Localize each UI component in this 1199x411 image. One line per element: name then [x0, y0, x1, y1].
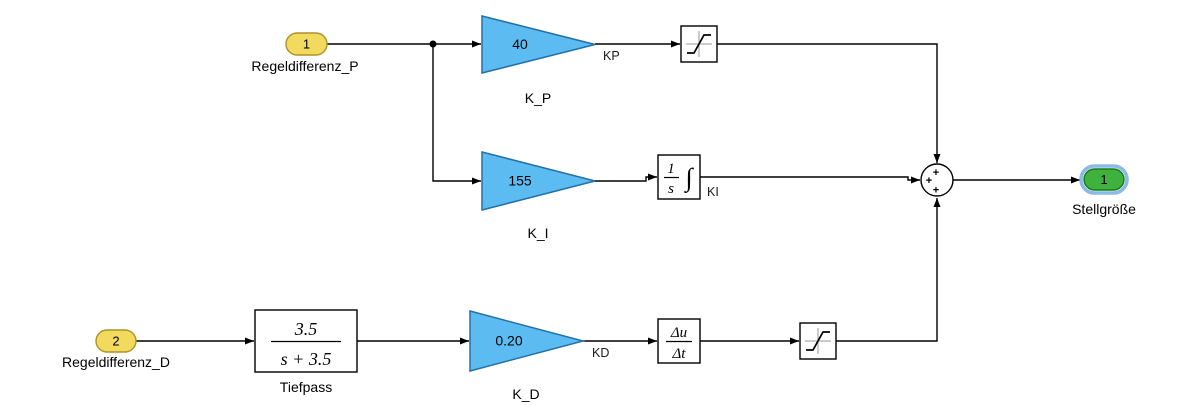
- outport-number: 1: [1100, 172, 1107, 187]
- derivative-block[interactable]: Δu Δt: [657, 318, 701, 364]
- sum-sign-left: +: [926, 175, 932, 187]
- signal-line-branch-to-gain-ki[interactable]: [432, 44, 481, 185]
- inport-regeldifferenz-d[interactable]: 2: [95, 329, 137, 353]
- signal-line-saturation1-to-sum[interactable]: [717, 43, 941, 163]
- inport2-number: 2: [112, 334, 119, 349]
- integrator-numerator: 1: [667, 161, 675, 177]
- sum-circle[interactable]: [920, 163, 954, 197]
- selection-highlight: [1079, 164, 1129, 195]
- lowpass-transfer-fcn-block[interactable]: 3.5 s + 3.5: [254, 309, 358, 373]
- sum-block[interactable]: + + +: [920, 163, 954, 197]
- signal-line-gain-ki-to-integrator[interactable]: [595, 173, 657, 182]
- outport-stellgroesse[interactable]: 1: [1079, 164, 1129, 195]
- integral-sign-icon: ∫: [683, 163, 694, 193]
- derivative-numerator: Δu: [670, 325, 687, 341]
- gain-kd-value: 0.20: [495, 333, 522, 349]
- gain-kd-triangle[interactable]: [469, 310, 586, 372]
- inport1-number: 1: [303, 37, 310, 52]
- sum-sign-bottom: +: [933, 185, 939, 197]
- gain-kp-triangle[interactable]: [481, 15, 596, 74]
- lowpass-denominator: s + 3.5: [281, 349, 332, 369]
- integrator-denominator: s: [668, 181, 674, 197]
- lowpass-name: Tiefpass: [280, 379, 332, 395]
- integrator-block[interactable]: 1 s ∫: [657, 154, 701, 200]
- gain-ki-value: 155: [508, 173, 532, 189]
- gain-block-ki[interactable]: 155: [481, 151, 596, 211]
- saturation-curve-icon: [687, 34, 711, 54]
- gain-kp-value: 40: [512, 36, 528, 52]
- signal-label-ki: KI: [707, 185, 719, 199]
- gain-kp-name: K_P: [525, 90, 551, 106]
- gain-block-kp[interactable]: 40: [481, 15, 596, 74]
- gain-kd-name: K_D: [512, 386, 539, 402]
- signal-label-kp: KP: [603, 49, 620, 63]
- gain-ki-name: K_I: [527, 225, 548, 241]
- signal-line-saturation2-to-sum[interactable]: [836, 198, 941, 342]
- sum-sign-top: +: [933, 167, 939, 179]
- outport-body[interactable]: [1083, 168, 1125, 191]
- gain-block-kd[interactable]: 0.20: [469, 310, 586, 372]
- saturation-curve-icon: [806, 331, 830, 351]
- signal-line-integrator-to-sum[interactable]: [700, 176, 920, 184]
- inport2-body[interactable]: [95, 329, 137, 353]
- outport-label: Stellgröße: [1072, 201, 1136, 217]
- saturation-block-2[interactable]: [799, 322, 837, 360]
- derivative-denominator: Δt: [672, 346, 687, 362]
- inport1-label: Regeldifferenz_P: [251, 58, 358, 74]
- signal-label-kd: KD: [592, 346, 609, 360]
- inport2-label: Regeldifferenz_D: [62, 354, 170, 370]
- saturation-block-1[interactable]: [680, 25, 718, 63]
- lowpass-numerator: 3.5: [294, 319, 318, 339]
- inport1-body[interactable]: [285, 32, 328, 56]
- inport-regeldifferenz-p[interactable]: 1: [285, 32, 328, 56]
- gain-ki-triangle[interactable]: [481, 151, 596, 211]
